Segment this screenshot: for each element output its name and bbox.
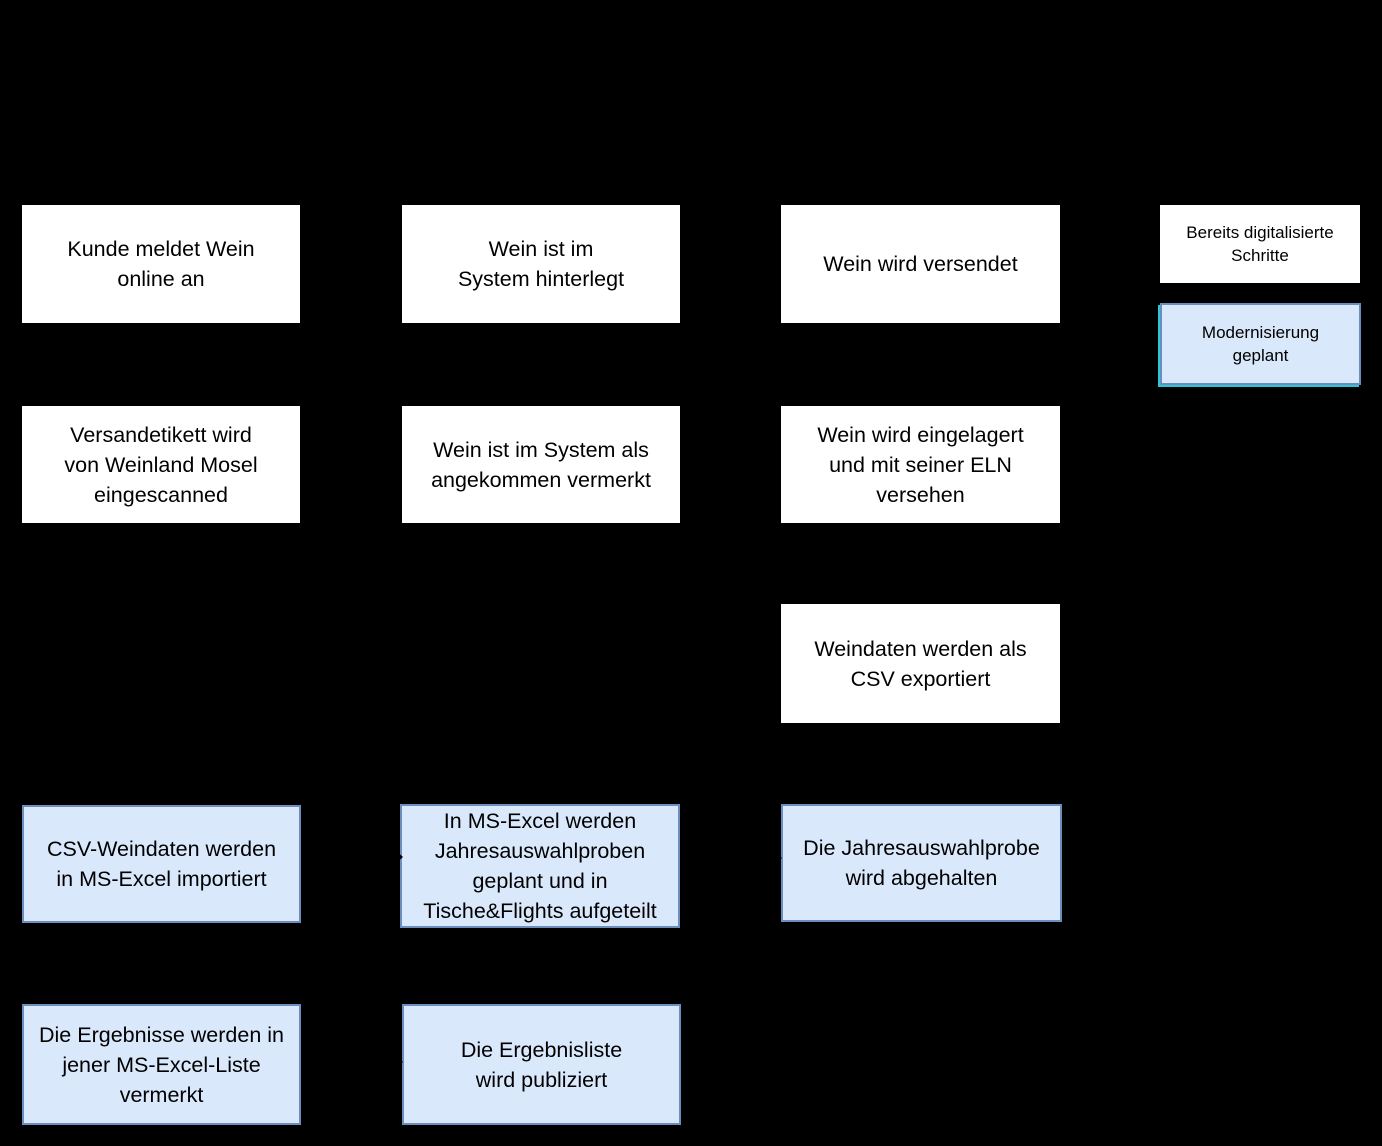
node-wein-wird-versendet: Wein wird versendet <box>781 205 1060 323</box>
arrowhead-icon <box>150 998 162 1004</box>
node-weindaten-csv-export: Weindaten werden als CSV exportiert <box>781 604 1060 723</box>
node-kunde-meldet-wein: Kunde meldet Wein online an <box>22 205 300 323</box>
arrowhead-icon <box>394 1054 403 1070</box>
node-csv-import-excel: CSV-Weindaten werden in MS-Excel importi… <box>22 805 301 923</box>
node-ergebnisse-in-excel-vermerkt: Die Ergebnisse werden in jener MS-Excel-… <box>22 1004 301 1125</box>
node-versandetikett-eingescanned: Versandetikett wird von Weinland Mosel e… <box>22 406 300 523</box>
node-wein-angekommen-vermerkt: Wein ist im System als angekommen vermer… <box>402 406 680 523</box>
node-jahresauswahlprobe-abgehalten: Die Jahresauswahlprobe wird abgehalten <box>781 804 1062 922</box>
node-wein-im-system-hinterlegt: Wein ist im System hinterlegt <box>402 205 680 323</box>
arrowhead-icon <box>394 849 403 865</box>
node-wein-eingelagert-eln: Wein wird eingelagert und mit seiner ELN… <box>781 406 1060 523</box>
node-ergebnisliste-publiziert: Die Ergebnisliste wird publiziert <box>402 1004 681 1125</box>
node-excel-jahresauswahlproben-planung: In MS-Excel werden Jahresauswahlproben g… <box>400 804 680 928</box>
legend-planned: Modernisierung geplant <box>1160 303 1361 385</box>
arrowhead-icon <box>773 850 782 866</box>
legend-digitized: Bereits digitalisierte Schritte <box>1160 205 1360 283</box>
